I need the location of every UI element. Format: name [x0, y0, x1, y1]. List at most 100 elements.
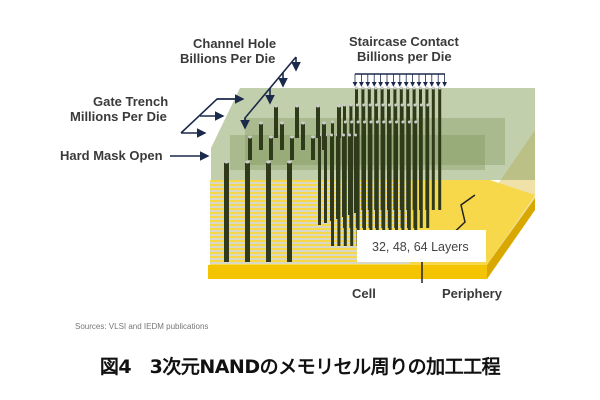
pillar — [354, 135, 357, 213]
pillar — [388, 122, 392, 246]
layer-stripe — [210, 238, 410, 240]
layer-stripe — [210, 234, 410, 236]
hard-mask-open-label: Hard Mask Open — [60, 148, 163, 163]
pillar-cap — [367, 86, 371, 90]
pillar-cap — [395, 120, 398, 124]
channel-hole-label: Channel Hole — [193, 36, 276, 51]
pillar-cap — [368, 103, 372, 107]
pillar-cap — [387, 86, 390, 90]
pillar-cap — [322, 121, 326, 125]
pillar-cap — [380, 86, 384, 90]
layer-stripe — [210, 198, 410, 200]
pillar-cap — [375, 103, 378, 107]
arrows — [170, 56, 448, 161]
pillar — [369, 122, 373, 246]
pillar-cap — [337, 104, 341, 108]
pillar — [343, 122, 347, 246]
channel-hole-sub-label: Billions Per Die — [180, 51, 275, 66]
pillar — [382, 122, 386, 246]
pillar — [245, 162, 250, 262]
pillar — [318, 135, 321, 225]
layer-stripes — [210, 182, 410, 264]
layer-stripe — [210, 210, 410, 212]
pillar — [248, 137, 252, 160]
pillar-cap — [342, 133, 345, 137]
layer-stripe — [210, 226, 410, 228]
pillar-cap — [330, 133, 333, 137]
pillar — [401, 122, 405, 246]
pillar — [322, 123, 326, 150]
pillar — [287, 162, 292, 262]
pillar-cap — [295, 104, 299, 108]
gate-trench-sub-label: Millions Per Die — [70, 109, 167, 124]
pillar-cap — [388, 120, 392, 124]
layer-stripe — [210, 242, 410, 244]
pillar-cap — [394, 103, 398, 107]
pillar — [350, 122, 354, 246]
layer-stripe — [210, 218, 410, 220]
pillar — [363, 122, 366, 246]
pillar-cap — [349, 103, 353, 107]
pillar-cap — [343, 103, 346, 107]
pillar-cap — [399, 86, 403, 90]
pillar-cap — [224, 160, 229, 164]
pillar — [269, 137, 273, 160]
layer-stripe — [210, 206, 410, 208]
pillar — [324, 135, 327, 223]
pillar-cap — [407, 120, 411, 124]
staircase-contact-label: Staircase Contact — [349, 34, 459, 49]
pillar — [419, 105, 423, 228]
pillar-cap — [355, 103, 359, 107]
pillar — [414, 122, 418, 246]
pillar-cap — [381, 103, 385, 107]
pillar — [348, 135, 351, 215]
pillar-cap — [362, 103, 366, 107]
pillar-cap — [400, 103, 404, 107]
pillar-cap — [259, 121, 263, 125]
pillar-cap — [363, 120, 366, 124]
pillar — [266, 162, 271, 262]
layer-stripe — [210, 254, 410, 256]
cell-label: Cell — [352, 286, 376, 301]
pillar-cap — [419, 86, 422, 90]
pillar-cap — [361, 86, 365, 90]
pillar-cap — [438, 86, 442, 90]
layer-stripe — [210, 202, 410, 204]
pillar — [224, 162, 229, 262]
pillar-cap — [393, 86, 397, 90]
pillar-cap — [387, 103, 391, 107]
layer-stripe — [210, 190, 410, 192]
pillar — [316, 106, 320, 138]
pillar-cap — [274, 104, 278, 108]
pillar — [342, 135, 345, 217]
pillar-cap — [316, 104, 320, 108]
pillar — [431, 88, 435, 210]
pillar — [301, 123, 305, 150]
layer-stripe — [210, 250, 410, 252]
pillar-cap — [280, 121, 284, 125]
layer-stripe — [210, 214, 410, 216]
pillar — [259, 123, 263, 150]
pillar-cap — [331, 120, 334, 124]
sources-note: Sources: VLSI and IEDM publications — [75, 322, 208, 331]
layer-stripe — [210, 230, 410, 232]
pillar — [280, 123, 284, 150]
pillar-cap — [401, 120, 405, 124]
pillar-cap — [431, 86, 435, 90]
pillar-cap — [375, 120, 379, 124]
layer-stripe — [210, 222, 410, 224]
pillar-cap — [382, 120, 386, 124]
pillar — [330, 135, 333, 221]
staircase-contact-sub-label: Billions per Die — [357, 49, 452, 64]
yellow-base-right — [487, 198, 535, 279]
pillar — [337, 106, 341, 138]
pillar-cap — [412, 86, 416, 90]
gate-trench-label: Gate Trench — [93, 94, 168, 109]
pillar-cap — [356, 120, 360, 124]
pillar — [426, 105, 430, 228]
pillar — [290, 137, 294, 160]
pillar-cap — [355, 86, 358, 90]
pillar-cap — [245, 160, 250, 164]
pillar-cap — [374, 86, 378, 90]
